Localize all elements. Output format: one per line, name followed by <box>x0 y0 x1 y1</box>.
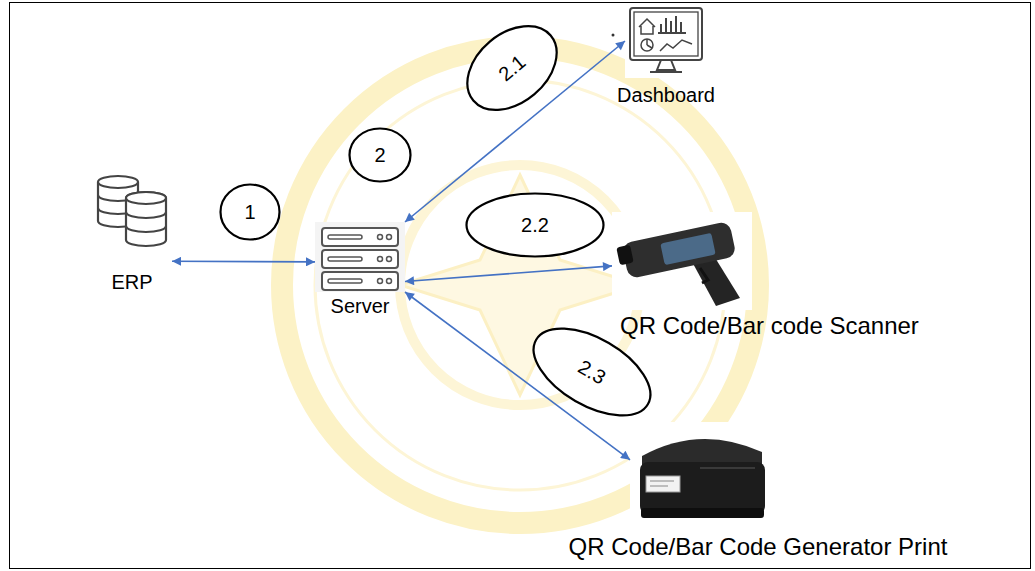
rack-led <box>378 257 383 262</box>
component-label: QR Code/Bar Code Generator Print <box>569 533 948 561</box>
printer-base <box>641 508 764 518</box>
cylinder-body <box>126 192 166 246</box>
bar-symbol <box>658 16 686 33</box>
connector-arrow <box>172 260 315 262</box>
home-symbol <box>639 19 655 34</box>
callout-ellipse: 2.1 <box>449 7 575 129</box>
monitor-stand <box>650 60 682 72</box>
rack-unit <box>322 250 398 268</box>
cylinder-rings <box>126 212 166 232</box>
monitor-screen <box>634 12 698 56</box>
callout-ellipse: 2 <box>348 127 412 183</box>
rack-led <box>387 235 392 240</box>
callout-ellipse: 1 <box>219 183 281 241</box>
icon-ground <box>630 422 770 530</box>
callout-number: 1 <box>244 201 255 224</box>
paper-lines <box>650 481 674 486</box>
printer-device <box>630 422 770 530</box>
seal-ring <box>400 165 640 405</box>
monitor-frame <box>630 8 702 60</box>
rack-led <box>378 235 383 240</box>
server-icon <box>315 222 405 292</box>
dashboard-node: Dashboard <box>625 4 707 78</box>
component-label: ERP <box>111 271 152 294</box>
ellipse-shape <box>519 311 664 434</box>
database-node: ERP <box>92 172 172 265</box>
dashboard-icon <box>612 4 708 78</box>
ellipse-shape <box>350 129 411 182</box>
ellipse-shape <box>221 185 280 240</box>
icon-ground <box>625 4 707 78</box>
scanner-body <box>621 221 736 279</box>
callout-ellipse: 2.2 <box>465 192 605 258</box>
stray-dot <box>612 34 615 37</box>
server-node: Server <box>315 222 405 292</box>
rack-led <box>387 279 392 284</box>
rack-unit <box>322 228 398 246</box>
scanner-nose <box>616 245 633 266</box>
scanner-trigger <box>700 268 708 283</box>
printer-label-paper <box>646 476 680 492</box>
pie-symbol <box>641 39 653 51</box>
rack-unit <box>322 272 398 290</box>
connector-arrow <box>405 292 630 460</box>
printer-seam <box>700 467 755 469</box>
component-label: QR Code/Bar code Scanner <box>620 312 919 340</box>
printer-node: QR Code/Bar Code Generator Print <box>630 422 770 530</box>
database-icon <box>92 172 172 252</box>
callout-number: 2 <box>374 144 385 167</box>
callout-number: 2.2 <box>521 214 549 237</box>
pie-wedge <box>647 39 652 48</box>
scanner-device <box>612 212 752 310</box>
component-label: Server <box>331 295 390 318</box>
printer-body <box>640 462 765 514</box>
cylinder-top <box>126 192 166 204</box>
cylinder-top <box>98 176 138 188</box>
frame-border <box>10 3 1031 569</box>
rack-led <box>378 279 383 284</box>
rack-slot <box>328 235 362 239</box>
rack-led <box>387 257 392 262</box>
component-label: Dashboard <box>617 84 715 107</box>
line-chart-symbol <box>660 40 692 51</box>
icon-ground <box>315 222 405 292</box>
ellipse-shape <box>467 194 604 257</box>
scanner-node: QR Code/Bar code Scanner <box>612 212 752 310</box>
scanner-screen <box>660 233 715 265</box>
ellipse-shape <box>451 9 573 127</box>
rack-slot <box>328 279 362 283</box>
icon-ground <box>612 212 752 310</box>
rack-slot <box>328 257 362 261</box>
icon-ground <box>92 172 172 252</box>
connector-arrow <box>405 266 612 282</box>
